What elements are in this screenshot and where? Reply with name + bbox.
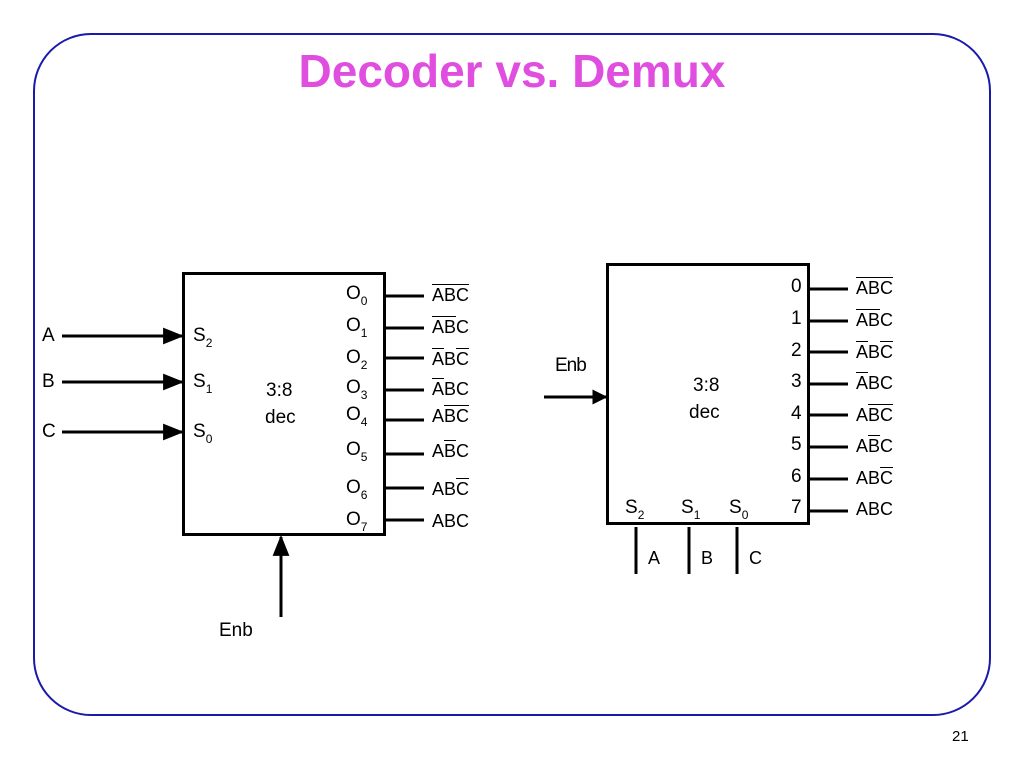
- slide-frame: [33, 33, 991, 716]
- demux-output-term-7: ABC: [856, 499, 894, 519]
- demux-output-pin-1: 1: [791, 308, 802, 329]
- decoder-output-pin-0: O0: [346, 283, 368, 308]
- demux-output-pin-2: 2: [791, 340, 802, 361]
- decoder-output-term-5: ABC: [432, 441, 470, 461]
- demux-select-pin-1: S1: [681, 497, 701, 522]
- decoder-center-line1: 3:8: [266, 380, 293, 401]
- decoder-input-signal-b: B: [42, 371, 55, 392]
- decoder-output-term-4: ABC: [432, 406, 470, 426]
- demux-box: [606, 263, 810, 525]
- demux-output-pin-4: 4: [791, 403, 802, 424]
- decoder-box: [182, 272, 386, 536]
- demux-output-term-0: ABC: [856, 278, 894, 298]
- demux-select-signal-a: A: [648, 548, 661, 568]
- demux-center-line1: 3:8: [693, 375, 720, 396]
- demux-output-term-5: ABC: [856, 436, 894, 456]
- demux-output-pin-3: 3: [791, 371, 802, 392]
- demux-output-pin-5: 5: [791, 434, 802, 455]
- demux-output-pin-0: 0: [791, 276, 802, 297]
- decoder-input-signal-a: A: [42, 325, 55, 346]
- slide-title: Decoder vs. Demux: [298, 45, 726, 97]
- demux-select-signal-c: C: [749, 548, 762, 568]
- decoder-input-signal-c: C: [42, 421, 56, 442]
- demux-output-pin-6: 6: [791, 466, 802, 487]
- decoder-output-term-1: ABC: [432, 317, 470, 337]
- decoder-output-pin-3: O3: [346, 377, 368, 402]
- demux-select-pin-2: S2: [625, 497, 645, 522]
- demux-output-term-4: ABC: [856, 405, 894, 425]
- demux-select-wires: [634, 527, 739, 574]
- demux-output-wires: [810, 287, 848, 513]
- decoder-select-pin-1: S1: [193, 371, 213, 396]
- decoder-output-term-2: ABC: [432, 349, 470, 369]
- demux-select-signal-b: B: [701, 548, 714, 568]
- demux-output-pin-7: 7: [791, 497, 802, 518]
- decoder-center-line2: dec: [265, 407, 296, 428]
- demux-enable-label: Enb: [555, 355, 587, 376]
- decoder-output-pin-4: O4: [346, 404, 368, 429]
- demux-output-term-3: ABC: [856, 373, 894, 393]
- decoder-output-term-6: ABC: [432, 479, 470, 499]
- decoder-enable-label: Enb: [219, 620, 253, 641]
- decoder-select-pin-0: S0: [193, 421, 213, 446]
- decoder-output-term-7: ABC: [432, 511, 470, 531]
- demux-output-term-2: ABC: [856, 342, 894, 362]
- decoder-output-wires: [386, 294, 424, 522]
- demux-select-pin-0: S0: [729, 497, 749, 522]
- decoder-output-pin-5: O5: [346, 439, 368, 464]
- decoder-output-term-0: ABC: [432, 285, 470, 305]
- decoder-output-term-3: ABC: [432, 379, 470, 399]
- demux-center-line2: dec: [689, 402, 720, 423]
- decoder-select-pin-2: S2: [193, 325, 213, 350]
- slide-number: 21: [952, 728, 969, 745]
- demux-output-term-6: ABC: [856, 468, 894, 488]
- demux-output-term-1: ABC: [856, 310, 894, 330]
- decoder-output-pin-1: O1: [346, 315, 368, 340]
- decoder-output-pin-2: O2: [346, 347, 368, 372]
- decoder-output-pin-6: O6: [346, 477, 368, 502]
- decoder-output-pin-7: O7: [346, 509, 368, 534]
